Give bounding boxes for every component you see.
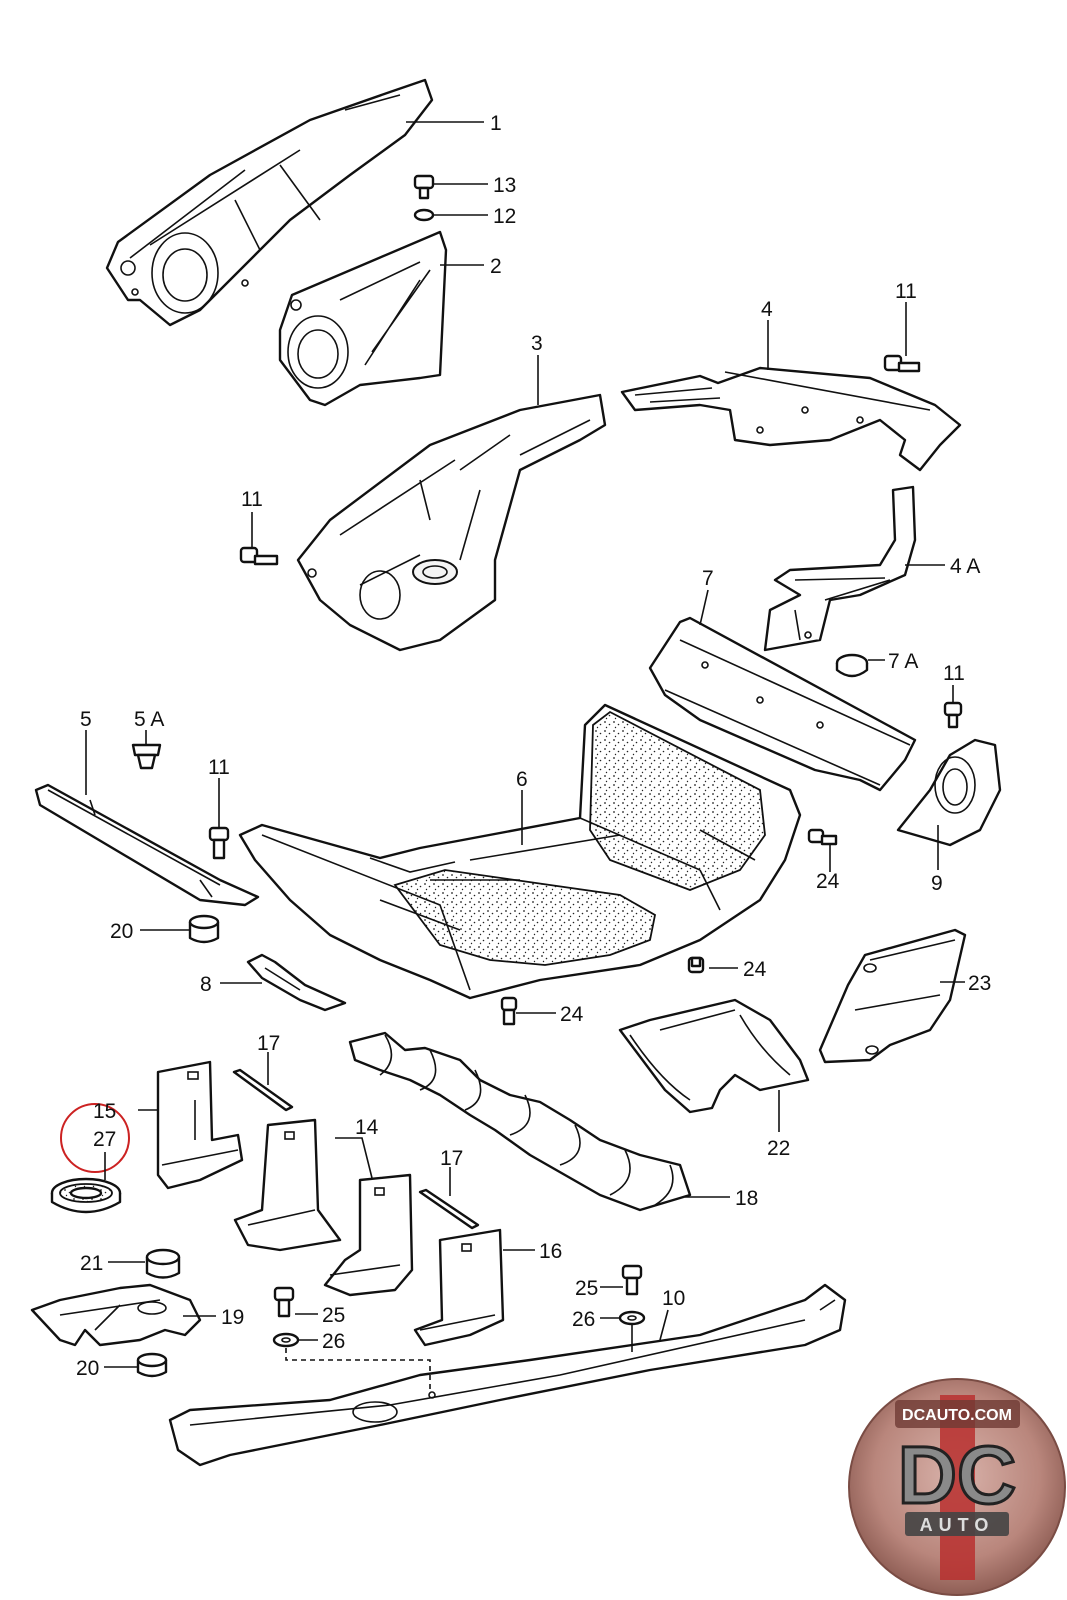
leader-lines bbox=[85, 121, 965, 1390]
label-3: 3 bbox=[531, 332, 543, 355]
label-27: 27 bbox=[93, 1128, 116, 1151]
label-14: 14 bbox=[355, 1116, 379, 1139]
dcauto-logo: DCAUTO.COM DC AUTO bbox=[848, 1378, 1066, 1596]
label-13: 13 bbox=[493, 174, 516, 197]
label-24-right: 24 bbox=[816, 870, 840, 893]
label-7: 7 bbox=[702, 567, 714, 590]
label-10: 10 bbox=[662, 1287, 685, 1310]
mount-21 bbox=[145, 1248, 181, 1279]
washer-26-right bbox=[618, 1310, 646, 1326]
logo-site-text: DCAUTO.COM bbox=[902, 1407, 1012, 1424]
label-21: 21 bbox=[80, 1252, 103, 1275]
part-4a-bracket bbox=[763, 485, 917, 652]
bolt-24-mid bbox=[687, 956, 705, 974]
washer-26-left bbox=[272, 1332, 300, 1348]
label-25-right: 25 bbox=[575, 1277, 598, 1300]
part-8-bracket bbox=[246, 953, 347, 1012]
part-16-shield bbox=[413, 1228, 505, 1347]
part-5-side-rail bbox=[34, 783, 260, 907]
label-5: 5 bbox=[80, 708, 92, 731]
label-4: 4 bbox=[761, 298, 773, 321]
bolt-25-right bbox=[621, 1264, 643, 1296]
part-17-rod-a bbox=[232, 1068, 294, 1112]
highlight-circle bbox=[60, 1103, 130, 1173]
label-23: 23 bbox=[968, 972, 991, 995]
label-24-mid: 24 bbox=[743, 958, 767, 981]
label-11-top: 11 bbox=[895, 280, 917, 303]
part-5a-plug bbox=[131, 743, 162, 770]
bolt-13 bbox=[413, 174, 435, 200]
bolt-24-low bbox=[500, 996, 518, 1026]
label-2: 2 bbox=[490, 255, 502, 278]
label-15: 15 bbox=[93, 1100, 116, 1123]
part-6-floor-pan bbox=[238, 703, 802, 1000]
bolt-11-right bbox=[943, 701, 963, 729]
bolt-11-left bbox=[239, 546, 279, 566]
label-18: 18 bbox=[735, 1187, 758, 1210]
label-26-right: 26 bbox=[572, 1308, 595, 1331]
logo-word: AUTO bbox=[920, 1515, 995, 1535]
label-12: 12 bbox=[493, 205, 516, 228]
label-20-upper: 20 bbox=[110, 920, 133, 943]
nut-12 bbox=[413, 208, 435, 222]
part-7-cross-member bbox=[648, 616, 917, 792]
bolt-11-center bbox=[208, 826, 230, 860]
label-11-left: 11 bbox=[241, 488, 263, 511]
label-26-left: 26 bbox=[322, 1330, 345, 1353]
part-1-upper-shroud bbox=[105, 78, 434, 327]
logo-mark: DC bbox=[898, 1430, 1016, 1521]
bolt-25-left bbox=[273, 1286, 295, 1318]
label-7a: 7 A bbox=[888, 650, 918, 673]
part-23-panel bbox=[818, 928, 967, 1064]
label-11-right: 11 bbox=[943, 662, 965, 685]
bolt-24-right bbox=[807, 828, 838, 846]
part-17-rod-b bbox=[418, 1188, 480, 1230]
label-17-left: 17 bbox=[257, 1032, 280, 1055]
part-number-labels: 1 13 12 2 3 4 11 11 4 A 7 7 A 11 5 5 A 1… bbox=[76, 112, 991, 1380]
part-22-cover bbox=[618, 998, 810, 1114]
label-20-lower: 20 bbox=[76, 1357, 99, 1380]
part-9-mount bbox=[896, 738, 1002, 847]
part-7a-rubber-bumper bbox=[835, 653, 869, 678]
part-14-shield bbox=[233, 1118, 414, 1297]
label-9: 9 bbox=[931, 872, 943, 895]
mount-20-lower bbox=[136, 1352, 168, 1378]
ring-27 bbox=[50, 1177, 122, 1214]
label-8: 8 bbox=[200, 973, 212, 996]
part-10-lower-panel bbox=[168, 1283, 847, 1467]
label-25-left: 25 bbox=[322, 1304, 345, 1327]
label-17-right: 17 bbox=[440, 1147, 463, 1170]
label-4a: 4 A bbox=[950, 555, 980, 578]
label-24-low: 24 bbox=[560, 1003, 584, 1026]
bolt-11-top bbox=[883, 354, 921, 373]
part-4-right-shroud bbox=[620, 366, 962, 472]
label-1: 1 bbox=[490, 112, 502, 135]
label-11-center: 11 bbox=[208, 756, 230, 779]
label-19: 19 bbox=[221, 1306, 244, 1329]
label-5a: 5 A bbox=[134, 708, 164, 731]
mount-20-upper bbox=[188, 914, 220, 944]
part-2-side-cover bbox=[278, 230, 448, 407]
label-16: 16 bbox=[539, 1240, 562, 1263]
part-15-shield bbox=[156, 1060, 244, 1190]
part-3-center-shroud bbox=[296, 393, 607, 652]
label-22: 22 bbox=[767, 1137, 790, 1160]
part-19-bracket bbox=[30, 1283, 202, 1347]
label-6: 6 bbox=[516, 768, 528, 791]
part-18-corrugated-panel bbox=[348, 1031, 692, 1212]
